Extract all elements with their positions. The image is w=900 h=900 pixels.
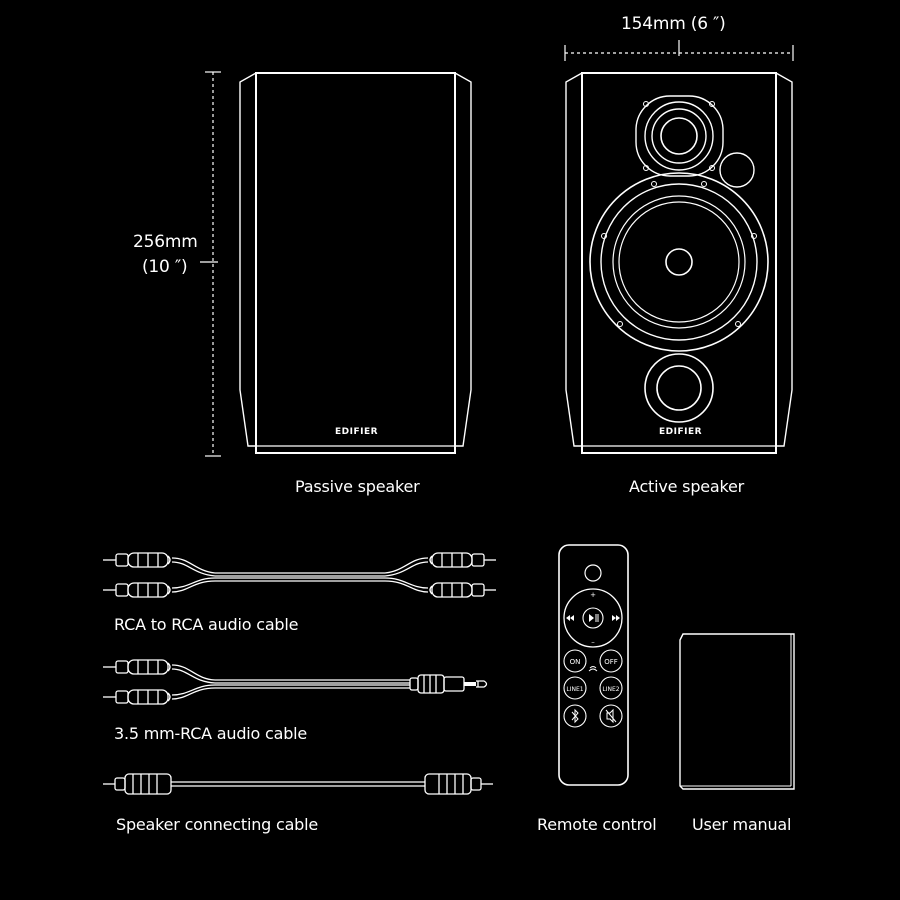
ir-sensor: [719, 152, 755, 188]
active-speaker-label: Active speaker: [629, 477, 745, 496]
remote-control: [558, 544, 629, 786]
passive-speaker-brand: EDIFIER: [335, 427, 379, 437]
aux-cable-label: 3.5 mm-RCA audio cable: [114, 724, 308, 743]
height-dimension-label: 256mm: [133, 232, 198, 252]
rca-to-rca-cable: [103, 552, 496, 598]
bass-port: [644, 353, 714, 423]
height-dimension-inch-label: (10 ″): [142, 257, 188, 277]
passive-speaker-label: Passive speaker: [295, 477, 420, 496]
active-speaker-brand: EDIFIER: [659, 427, 703, 437]
speaker-cable-label: Speaker connecting cable: [116, 815, 319, 834]
remote-control-label: Remote control: [537, 815, 657, 834]
user-manual: [679, 633, 795, 790]
remote-on-label: ON: [570, 658, 581, 666]
passive-speaker: [239, 72, 472, 454]
aux-to-rca-cable: [103, 659, 488, 705]
remote-off-label: OFF: [604, 658, 618, 666]
user-manual-label: User manual: [692, 815, 792, 834]
remote-plus-label: +: [590, 591, 596, 599]
width-dimension-label: 154mm (6 ″): [621, 14, 726, 34]
remote-minus-label: –: [591, 638, 595, 646]
remote-line2-label: LINE2: [602, 686, 619, 693]
speaker-connecting-cable: [103, 773, 493, 795]
rca-cable-label: RCA to RCA audio cable: [114, 615, 299, 634]
woofer: [589, 172, 769, 352]
remote-line1-label: LINE1: [566, 686, 583, 693]
tweeter: [635, 95, 724, 177]
active-speaker: [565, 72, 793, 454]
